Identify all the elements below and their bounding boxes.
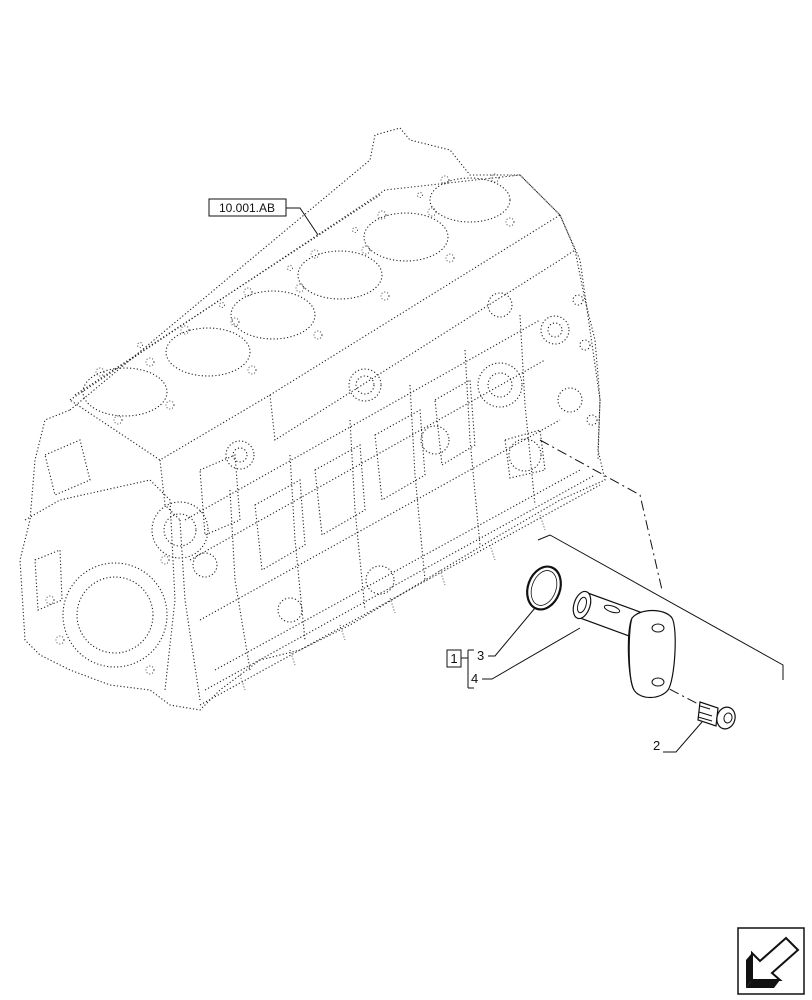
- kit-bracket: [461, 649, 474, 689]
- assembly-centerline: [539, 439, 663, 591]
- oil-pipe-part[interactable]: [570, 589, 676, 699]
- reference-leader: [286, 207, 319, 236]
- next-page-arrow-icon[interactable]: [737, 927, 805, 995]
- group-bracket-line: [537, 534, 784, 680]
- callout-4: 4: [471, 671, 478, 686]
- callout-4-leader: [482, 627, 581, 680]
- reference-label[interactable]: 10.001.AB: [208, 198, 287, 217]
- screw-part[interactable]: [697, 701, 738, 731]
- callout-2: 2: [653, 738, 660, 753]
- engine-block: [19, 127, 606, 711]
- callout-3: 3: [477, 648, 484, 663]
- o-ring-part[interactable]: [521, 562, 566, 614]
- callout-3-leader: [488, 607, 536, 657]
- reference-label-text: 10.001.AB: [219, 201, 275, 215]
- head-bolt-holes: [95, 173, 515, 425]
- kit-number: 1: [450, 651, 457, 666]
- callout-2-leader: [663, 721, 703, 753]
- kit-callout[interactable]: 1: [446, 649, 462, 668]
